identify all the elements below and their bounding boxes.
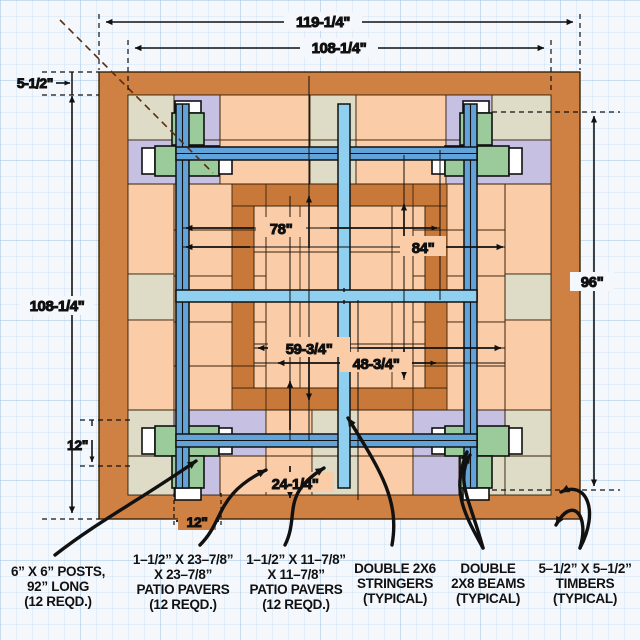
dimension-annotations: 119-1/4" 108-1/4" 5-1/2" 108-1/4" 12" [16, 12, 620, 531]
beam-horizontal-bottom [175, 433, 478, 448]
callout-leaders [53, 416, 592, 557]
stringer-members [175, 103, 478, 489]
callout-beams: DOUBLE 2X8 BEAMS (TYPICAL) [451, 561, 525, 606]
leader-beams-right [462, 453, 485, 550]
leader-timbers-upper [559, 484, 592, 550]
svg-text:DOUBLE: DOUBLE [460, 561, 515, 576]
dim-label-right-overall: 96" [581, 274, 604, 291]
svg-text:1–1/2” X 11–7/8”: 1–1/2” X 11–7/8” [246, 552, 346, 567]
dim-label-4834: 48-3/4" [353, 356, 400, 373]
svg-text:(12 REQD.): (12 REQD.) [24, 594, 92, 609]
svg-text:TIMBERS: TIMBERS [556, 576, 615, 591]
callout-pavers-large: 1–1/2” X 23–7/8” X 23–7/8” PATIO PAVERS … [133, 552, 234, 612]
svg-text:(12 REQD.): (12 REQD.) [262, 597, 330, 612]
callout-labels: 6” X 6” POSTS, 92” LONG (12 REQD.) 1–1/2… [11, 552, 632, 612]
dim-label-top-outer: 119-1/4" [296, 14, 350, 31]
extension-lines-right [492, 111, 620, 491]
deck-plan-body [59, 19, 581, 520]
dim-label-78: 78" [270, 221, 293, 238]
dim-label-5934: 59-3/4" [286, 341, 333, 358]
beam-horizontal-top [175, 146, 478, 161]
svg-text:X 11–7/8”: X 11–7/8” [267, 567, 324, 582]
leader-pavers-small [283, 466, 326, 547]
callout-stringers: DOUBLE 2X6 STRINGERS (TYPICAL) [354, 561, 437, 606]
leader-pavers-large [198, 468, 268, 547]
extension-lines-top [98, 14, 581, 93]
svg-text:6” X 6” POSTS,: 6” X 6” POSTS, [11, 564, 105, 579]
svg-text:92” LONG: 92” LONG [27, 579, 89, 594]
callout-timbers: 5–1/2” X 5–1/2” TIMBERS (TYPICAL) [538, 561, 631, 606]
dim-label-left-overall: 108-1/4" [30, 298, 85, 315]
callout-pavers-small: 1–1/2” X 11–7/8” X 11–7/8” PATIO PAVERS … [246, 552, 346, 612]
svg-text:PATIO PAVERS: PATIO PAVERS [250, 582, 343, 597]
extension-lines-thickness [42, 71, 99, 96]
leader-timbers-lower [554, 508, 585, 550]
svg-text:DOUBLE 2X6: DOUBLE 2X6 [354, 561, 437, 576]
corner-construction-lines [59, 19, 214, 174]
dim-label-left-small: 12" [67, 437, 88, 453]
leader-stringers [346, 416, 396, 547]
stringer-horizontal-center [175, 289, 478, 303]
svg-text:(TYPICAL): (TYPICAL) [553, 591, 617, 606]
dim-label-bottom-small: 12" [186, 514, 207, 530]
svg-text:PATIO PAVERS: PATIO PAVERS [137, 582, 230, 597]
svg-text:(TYPICAL): (TYPICAL) [363, 591, 427, 606]
svg-text:5–1/2” X 5–1/2”: 5–1/2” X 5–1/2” [538, 561, 631, 576]
svg-text:STRINGERS: STRINGERS [357, 576, 433, 591]
svg-text:(TYPICAL): (TYPICAL) [456, 591, 520, 606]
dim-label-thickness: 5-1/2" [17, 75, 53, 91]
leader-posts [53, 459, 198, 557]
callout-posts: 6” X 6” POSTS, 92” LONG (12 REQD.) [11, 564, 105, 609]
svg-text:2X8 BEAMS: 2X8 BEAMS [451, 576, 525, 591]
svg-text:1–1/2” X 23–7/8”: 1–1/2” X 23–7/8” [133, 552, 233, 567]
svg-text:(12 REQD.): (12 REQD.) [149, 597, 217, 612]
dim-label-top-inner: 108-1/4" [312, 40, 367, 57]
dim-label-84: 84" [412, 240, 435, 257]
svg-text:X 23–7/8”: X 23–7/8” [154, 567, 212, 582]
leader-beams-left [458, 450, 485, 550]
